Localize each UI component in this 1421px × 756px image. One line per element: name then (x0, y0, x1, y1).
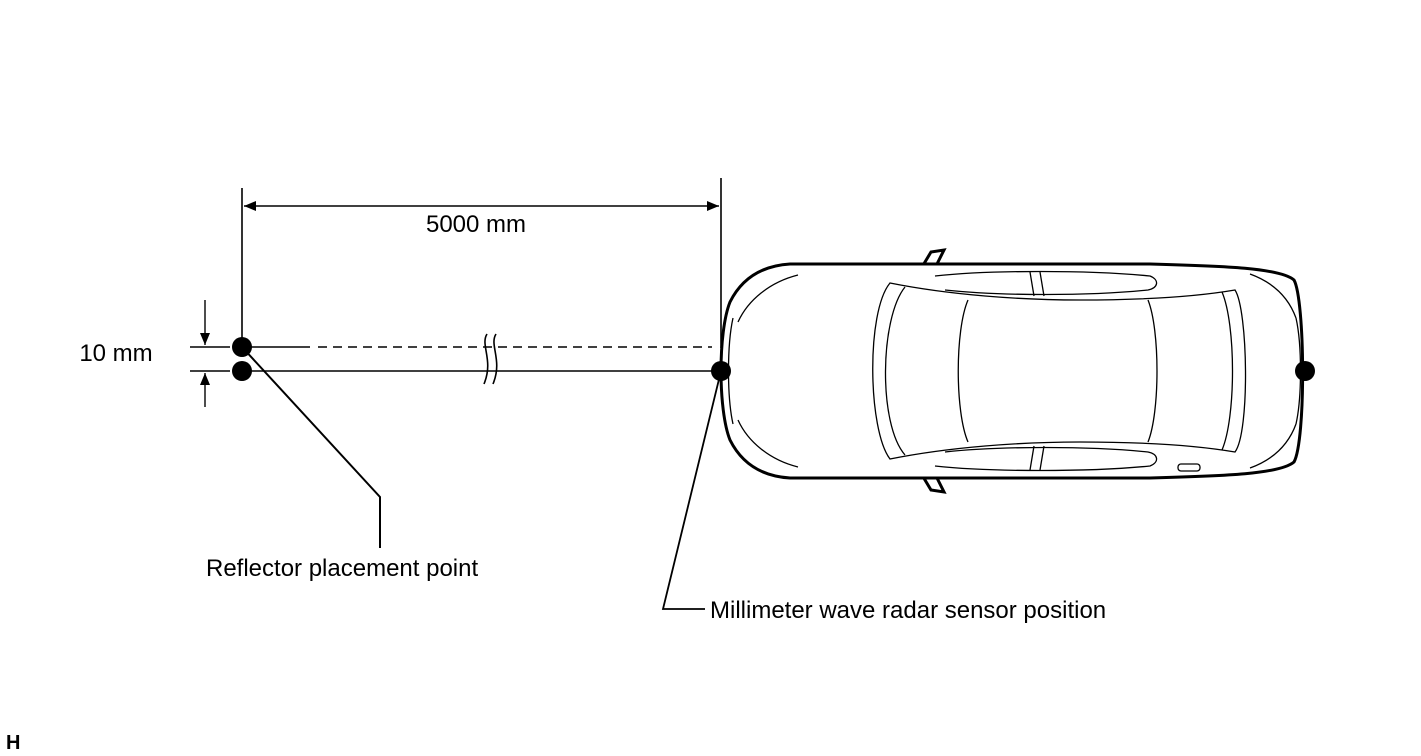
sensor-leader (661, 370, 722, 610)
distance-label: 5000 mm (426, 211, 526, 238)
figure-tag: H (6, 732, 20, 754)
rear-window-rear (1221, 291, 1234, 451)
fuel-door (1177, 463, 1201, 472)
b-pillar-top (1029, 271, 1035, 297)
windshield-front (884, 286, 906, 456)
reflector-point-lower (232, 361, 252, 381)
reflector-label: Reflector placement point (206, 555, 478, 582)
side-window-bottom (934, 446, 1158, 472)
hood-edge-bottom (737, 419, 799, 468)
hood-edge-top (737, 274, 799, 323)
b-pillar-bottom (1029, 445, 1035, 471)
sensor-label: Millimeter wave radar sensor position (710, 597, 1106, 624)
vehicle-top-view (719, 248, 1305, 494)
car-body-outline (719, 262, 1305, 480)
side-window-top (934, 270, 1158, 296)
b-pillar-top-2 (1039, 271, 1045, 297)
b-pillar-bottom-2 (1039, 445, 1045, 471)
offset-label: 10 mm (79, 340, 152, 367)
break-mark-left (483, 333, 489, 385)
rear-window-front (1147, 299, 1158, 443)
rear-center-point (1295, 361, 1315, 381)
offset-dimension: 10 mm (79, 300, 230, 407)
break-mark-right (492, 333, 498, 385)
distance-dimension: 5000 mm (241, 178, 722, 348)
reflector-leader (241, 346, 381, 548)
windshield-rear (957, 299, 969, 443)
tail-line-top (1249, 273, 1297, 319)
tail-line-bottom (1249, 423, 1297, 469)
roof-outline (872, 282, 1247, 460)
